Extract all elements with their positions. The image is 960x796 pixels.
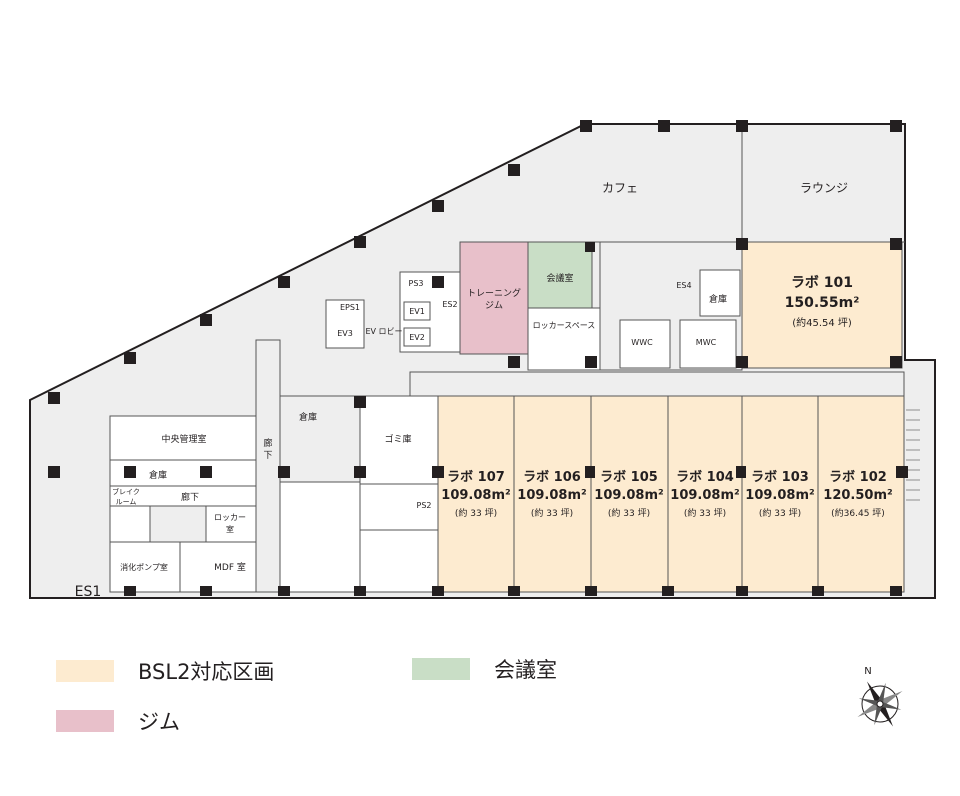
lab-101-zone xyxy=(741,241,903,369)
legend-gym-swatch xyxy=(56,710,114,732)
locker-room-label-2: 室 xyxy=(226,524,234,534)
legend-meeting: 会議室 xyxy=(412,654,557,684)
lab-104-tsubo: (約 33 坪) xyxy=(684,507,726,519)
lab-107-name: ラボ 107 xyxy=(447,469,505,485)
mdf-label: MDF 室 xyxy=(214,561,246,573)
lab-101-name: ラボ 101 xyxy=(791,275,853,291)
es2-label: ES2 xyxy=(442,300,457,309)
locker-space-label: ロッカースペース xyxy=(533,321,596,330)
lab-101-tsubo: (約45.54 坪) xyxy=(792,316,852,329)
legend-bsl2-label: BSL2対応区画 xyxy=(138,660,275,684)
storage-top-label: 倉庫 xyxy=(709,293,727,305)
storage-mid-label: 倉庫 xyxy=(299,411,317,423)
training-gym-label-2: ジム xyxy=(485,300,503,311)
lab-104-area: 109.08m² xyxy=(670,488,739,503)
lab-104: ラボ 104 109.08m² (約 33 坪) xyxy=(670,469,739,519)
wwc-label: WWC xyxy=(631,338,653,347)
structural-columns xyxy=(48,120,908,596)
garbage-label: ゴミ庫 xyxy=(384,433,411,445)
lab-103-area: 109.08m² xyxy=(745,488,814,503)
lab-106: ラボ 106 109.08m² (約 33 坪) xyxy=(517,469,586,519)
corridor-vert-label-2: 下 xyxy=(263,451,272,461)
cafe-label: カフェ xyxy=(602,181,638,195)
corridor-vert-label-1: 廊 xyxy=(263,437,272,449)
break-room-label-1: ブレイク xyxy=(112,487,140,496)
lab-106-name: ラボ 106 xyxy=(523,469,581,485)
legend-gym-label: ジム xyxy=(138,710,180,734)
lab-105-name: ラボ 105 xyxy=(600,469,658,485)
corridor-left-label: 廊下 xyxy=(181,491,199,503)
legend-bsl2: BSL2対応区画 xyxy=(56,656,274,686)
legend-gym: ジム xyxy=(56,706,180,736)
eps1-label: EPS1 xyxy=(340,303,360,312)
meeting-room-label: 会議室 xyxy=(546,272,573,284)
ev3-label: EV3 xyxy=(337,329,353,338)
lab-102: ラボ 102 120.50m² (約36.45 坪) xyxy=(823,469,892,519)
lab-102-name: ラボ 102 xyxy=(829,469,887,485)
break-room-label-2: ルーム xyxy=(116,498,137,506)
compass-rose xyxy=(857,681,903,727)
training-gym-label-1: トレーニング xyxy=(467,287,521,299)
ps3-label: PS3 xyxy=(409,279,424,288)
legend-bsl2-swatch xyxy=(56,660,114,682)
es1-label: ES1 xyxy=(75,584,102,600)
lab-107-tsubo: (約 33 坪) xyxy=(455,507,497,519)
lab-103-name: ラボ 103 xyxy=(751,469,809,485)
lab-105-area: 109.08m² xyxy=(594,488,663,503)
lab-row-zone xyxy=(437,395,905,593)
lab-103-tsubo: (約 33 坪) xyxy=(759,507,801,519)
lab-105: ラボ 105 109.08m² (約 33 坪) xyxy=(594,469,663,519)
lab-102-area: 120.50m² xyxy=(823,488,892,503)
legend-meeting-swatch xyxy=(412,658,470,680)
lab-107: ラボ 107 109.08m² (約 33 坪) xyxy=(441,469,510,519)
ev-lobby-label: EV ロビー xyxy=(365,327,402,336)
lab-106-tsubo: (約 33 坪) xyxy=(531,507,573,519)
ps2-label: PS2 xyxy=(417,501,432,510)
locker-room-label-1: ロッカー xyxy=(214,513,246,522)
lab-103: ラボ 103 109.08m² (約 33 坪) xyxy=(745,469,814,519)
lab-107-area: 109.08m² xyxy=(441,488,510,503)
legend-meeting-label: 会議室 xyxy=(494,658,557,682)
north-label: N xyxy=(864,666,871,677)
ev2-label: EV2 xyxy=(409,333,425,342)
lab-104-name: ラボ 104 xyxy=(676,469,734,485)
lab-105-tsubo: (約 33 坪) xyxy=(608,507,650,519)
fire-pump-label: 消化ポンプ室 xyxy=(120,562,168,572)
lab-101-area: 150.55m² xyxy=(785,295,860,311)
lab-102-tsubo: (約36.45 坪) xyxy=(831,507,885,519)
meeting-zone xyxy=(527,241,593,309)
lounge-label: ラウンジ xyxy=(800,181,848,195)
storage-left-label: 倉庫 xyxy=(149,469,167,481)
central-control-label: 中央管理室 xyxy=(161,433,206,445)
mwc-label: MWC xyxy=(696,338,717,347)
lab-106-area: 109.08m² xyxy=(517,488,586,503)
es4-label: ES4 xyxy=(676,281,691,290)
ev1-label: EV1 xyxy=(409,307,425,316)
